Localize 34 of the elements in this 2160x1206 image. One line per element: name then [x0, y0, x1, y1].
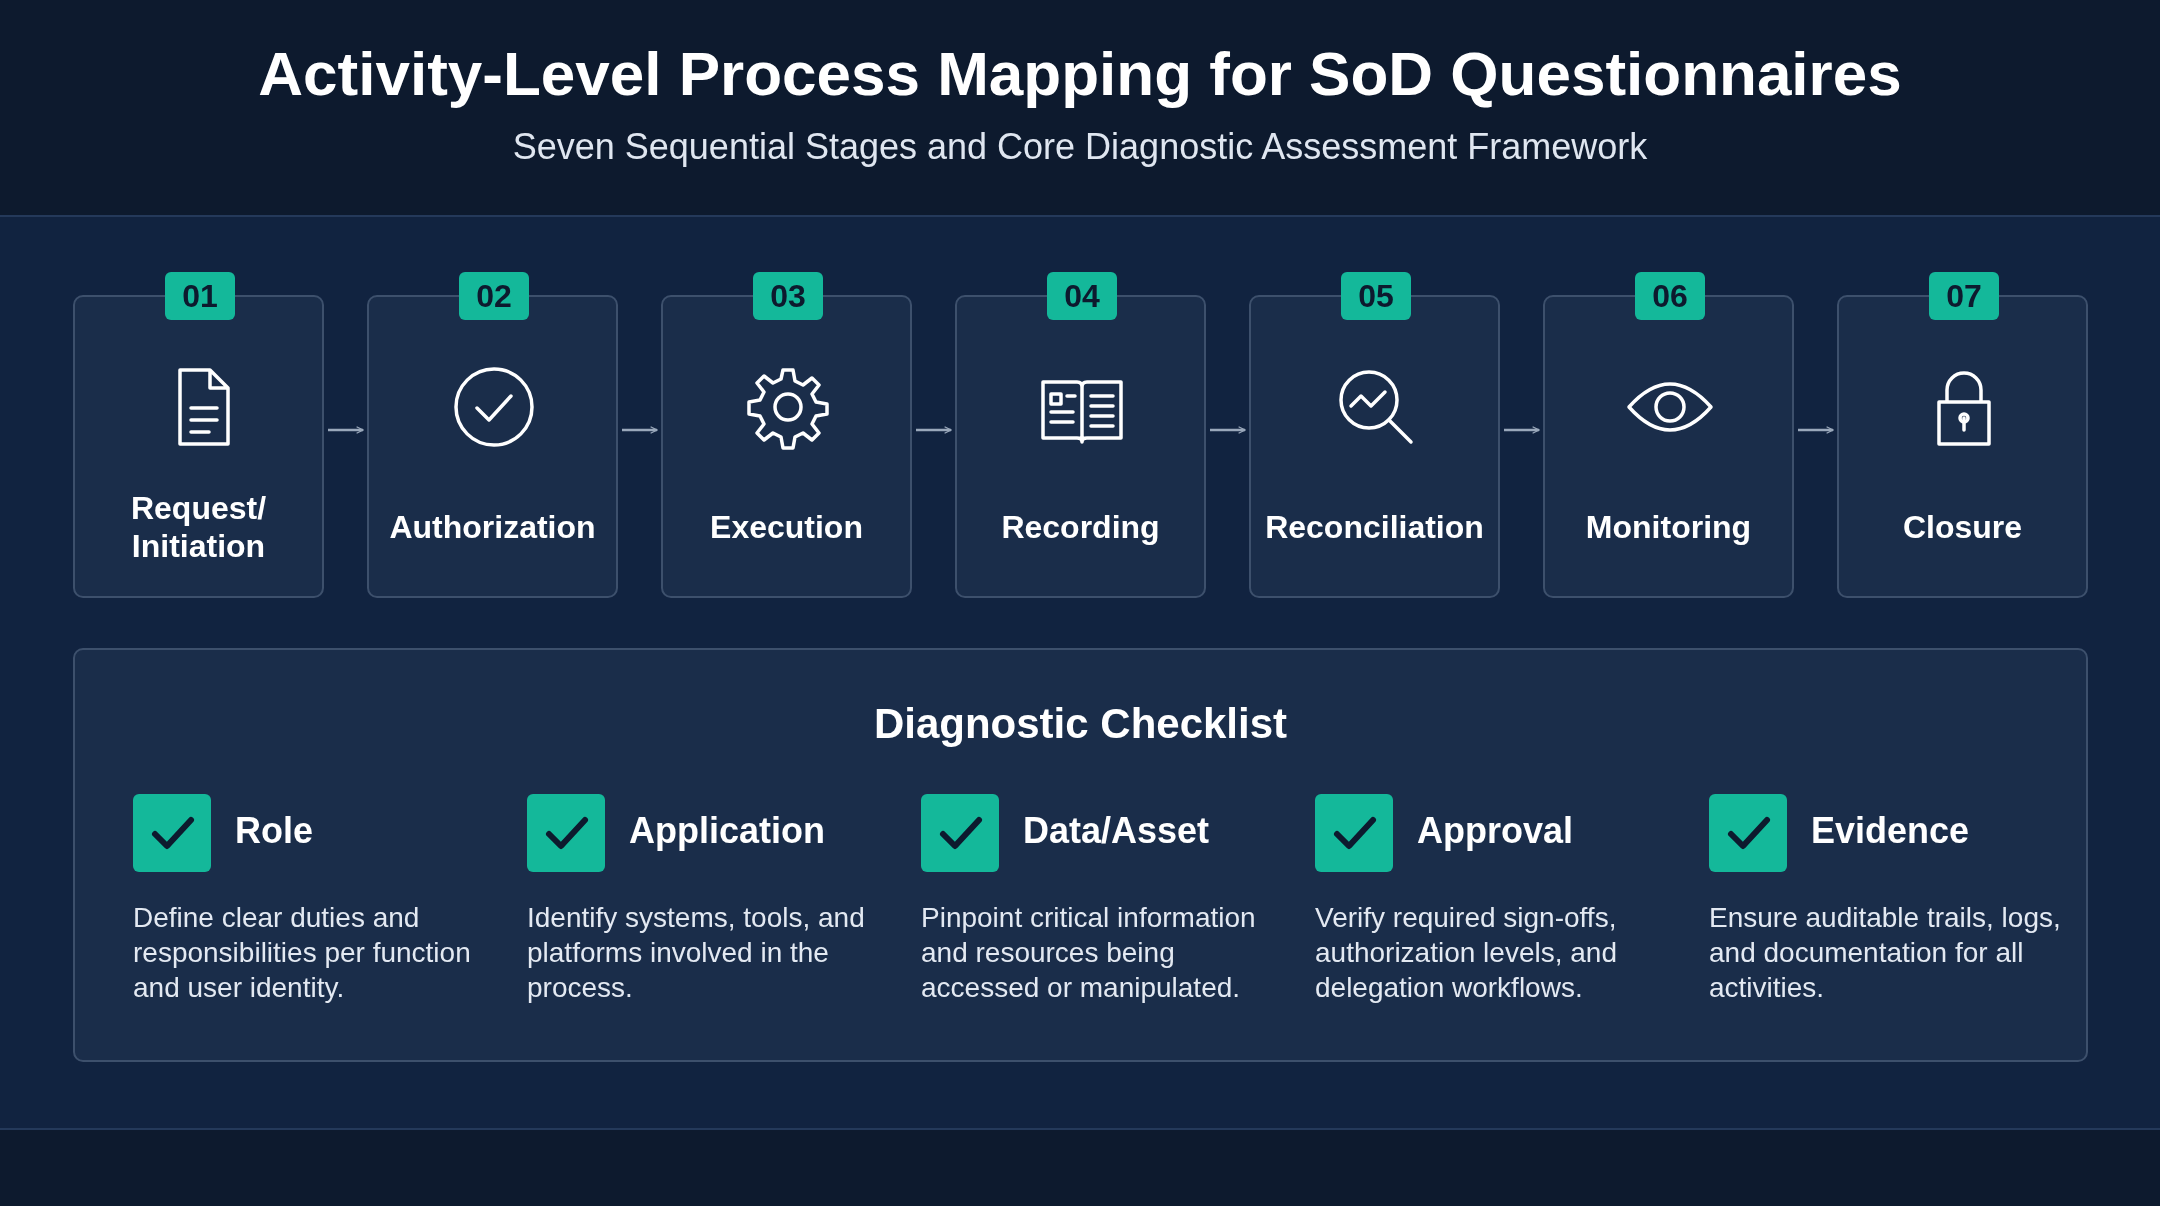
item-heading: Data/Asset — [1023, 810, 1210, 852]
stage-label: Request/ Initiation — [129, 489, 268, 565]
panel-title: Diagnostic Checklist — [872, 700, 1289, 748]
item-heading: Approval — [1417, 810, 1574, 852]
step-number: 07 — [1929, 272, 1999, 320]
item-description: Pinpoint critical information and resources being accessed or manipulated. — [921, 901, 1257, 1005]
item-description: Identify systems, tools, and platforms involved in the process. — [527, 901, 866, 1005]
arrow — [622, 426, 658, 434]
arrow — [1504, 426, 1540, 434]
stage-label: Reconciliation — [1265, 508, 1484, 546]
step-number: 04 — [1047, 272, 1117, 320]
arrow — [916, 426, 952, 434]
stage-label: Execution — [710, 508, 863, 546]
stage-label: Monitoring — [1585, 508, 1752, 546]
item-heading: Role — [235, 810, 313, 852]
arrow — [1798, 426, 1834, 434]
stage-label: Closure — [1902, 508, 2023, 546]
subtitle: Seven Sequential Stages and Core Diagnostic Assessment Framework — [511, 126, 1649, 168]
page-title: Activity-Level Process Mapping for SoD Questionnaires — [257, 38, 1903, 109]
item-heading: Evidence — [1811, 810, 1970, 852]
stage-label: Authorization — [389, 508, 596, 546]
item-description: Verify required sign-offs, authorization levels, and delegation workflows. — [1315, 901, 1618, 1005]
arrow — [1210, 426, 1246, 434]
step-number: 06 — [1635, 272, 1705, 320]
step-number: 03 — [753, 272, 823, 320]
step-number: 05 — [1341, 272, 1411, 320]
arrow — [328, 426, 364, 434]
step-number: 02 — [459, 272, 529, 320]
item-heading: Application — [629, 810, 825, 852]
item-description: Ensure auditable trails, logs, and documentation for all activities. — [1709, 901, 2062, 1005]
stage-label: Recording — [1001, 508, 1160, 546]
checklist-panel — [73, 648, 2088, 1062]
item-description: Define clear duties and responsibilities per function and user identity. — [133, 901, 472, 1005]
step-number: 01 — [165, 272, 235, 320]
